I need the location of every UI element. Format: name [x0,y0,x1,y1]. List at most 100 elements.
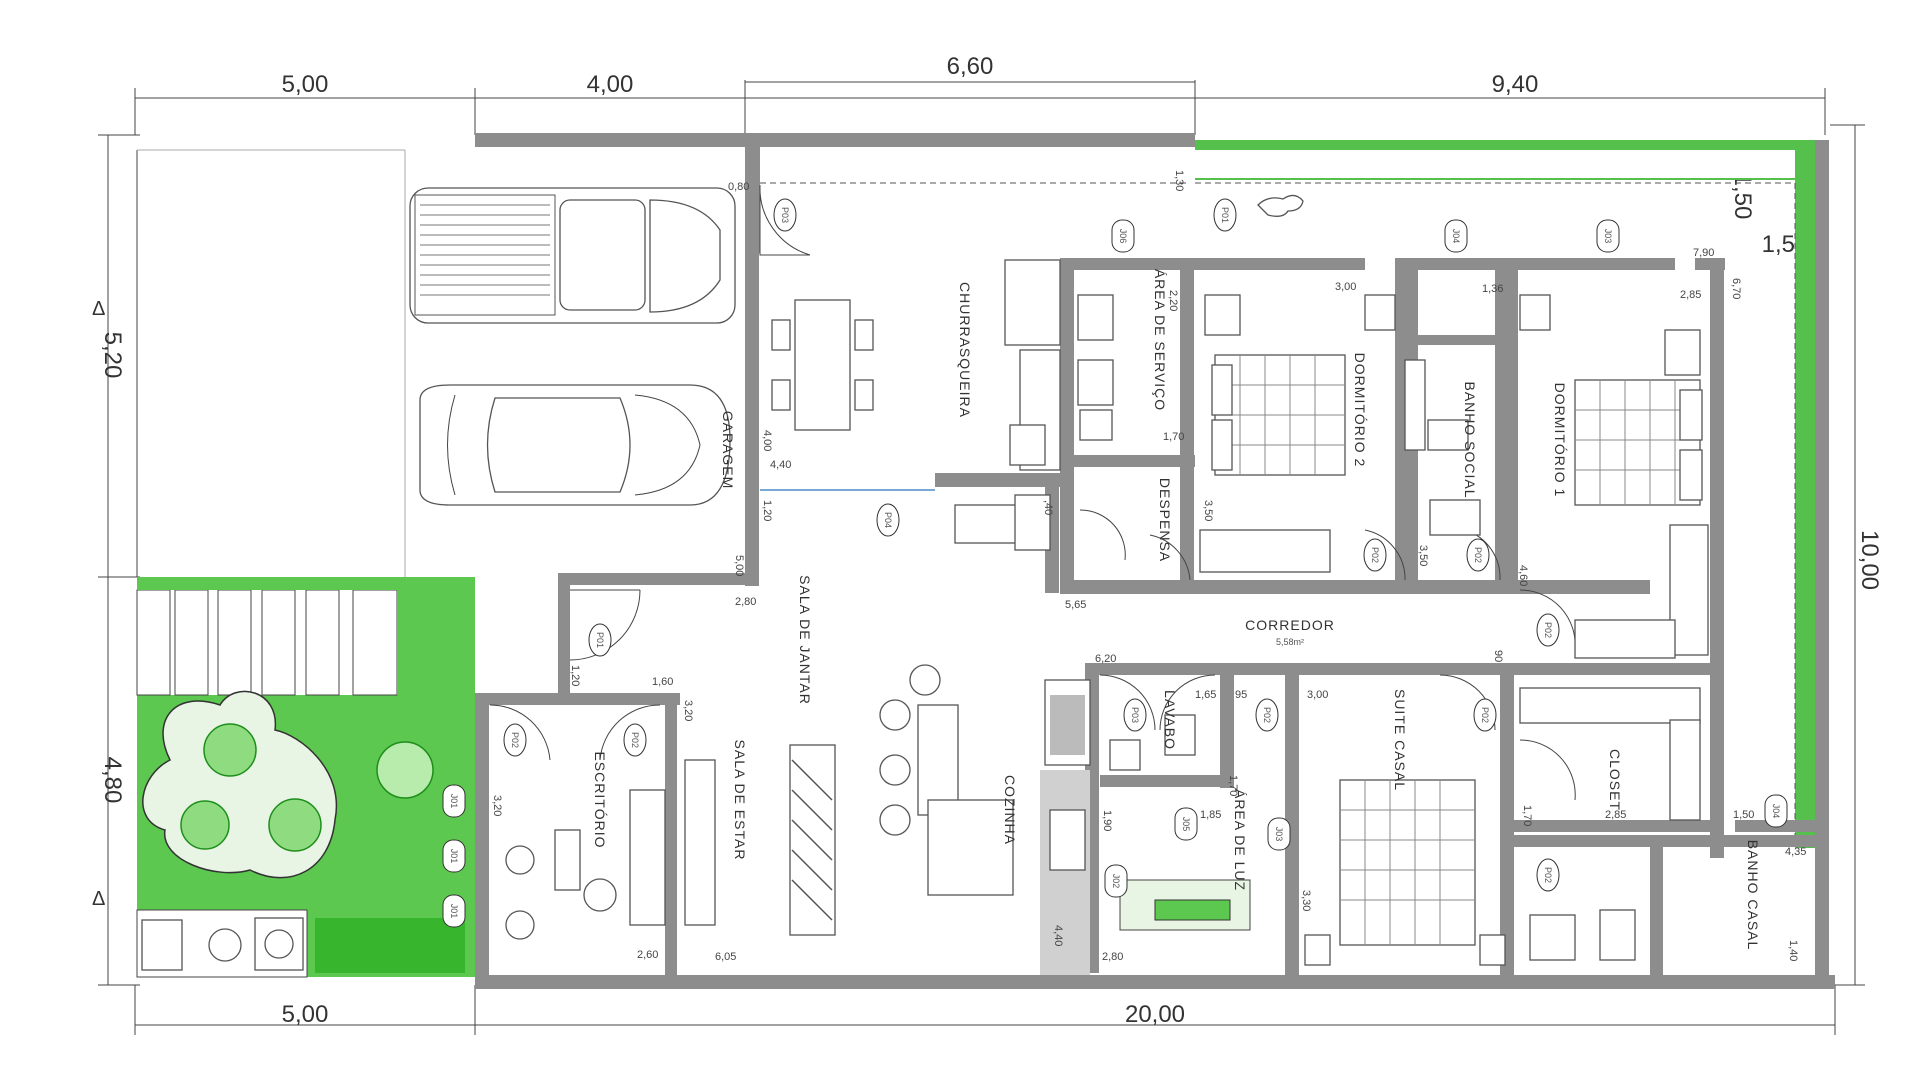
label-garagem: GARAGEM [720,411,736,490]
measure: 1,20 [569,665,581,686]
label-banho-casal: BANHO CASAL [1745,840,1761,951]
measure: ,40 [1042,500,1054,515]
window-tag-j03-top: J03 [1603,229,1613,244]
dim-bottom-2: 20,00 [1125,1001,1185,1028]
dim-top-2: 4,00 [587,71,634,98]
measure: 2,80 [1102,951,1123,963]
measure: 4,00 [761,430,773,451]
measure: 3,00 [1307,689,1328,701]
dim-right-top: 1,50 [1729,173,1756,220]
room-labels: GARAGEM CHURRASQUEIRA ÁREA DE SERVIÇO DE… [592,269,1761,950]
label-cozinha: COZINHA [1002,775,1018,845]
garden-right [1195,140,1825,848]
measure: 1,70 [1227,775,1239,796]
pickup-truck-icon [409,187,736,324]
measure-labels: 0,80 1,30 3,00 1,36 2,85 7,90 6,70 2,20 … [491,170,1806,963]
measure: 1,60 [652,676,673,688]
window-tag-j05: J05 [1181,817,1191,832]
measure: 4,40 [770,459,791,471]
window-tag-j03-b: J03 [1274,827,1284,842]
label-suite-casal: SUITE CASAL [1392,689,1408,791]
measure: 1,85 [1200,809,1221,821]
label-dormitorio-1: DORMITÓRIO 1 [1552,383,1568,498]
measure: 2,80 [735,596,756,608]
door-tag-p01-entry: P01 [595,632,605,648]
measure: 1,65 [1195,689,1216,701]
furniture [505,259,1709,966]
garden-left [136,577,475,978]
door-tag-p02-h: P02 [1543,867,1553,883]
dim-right-total: 10,00 [1856,530,1883,590]
label-sala-jantar: SALA DE JANTAR [797,575,813,705]
door-tag-p03: P03 [780,207,790,223]
dim-top-4: 9,40 [1492,71,1539,98]
measure: 1,90 [1101,810,1113,831]
measure: 1,40 [1787,940,1799,961]
garage-vehicles [136,149,736,577]
door-tag-p02-c: P02 [1262,707,1272,723]
door-tag-p04: P04 [883,512,893,528]
measure: 2,85 [1680,289,1701,301]
walls [475,133,1835,989]
window-tag-j04: J04 [1451,229,1461,244]
label-lavabo: LAVABO [1162,690,1178,750]
measure: 3,20 [491,795,503,816]
measure: 2,20 [1167,290,1179,311]
door-tag-p01-top: P01 [1220,207,1230,223]
label-despensa: DESPENSA [1157,478,1173,562]
label-sala-estar: SALA DE ESTAR [732,740,748,861]
measure: 4,35 [1785,846,1806,858]
label-corredor: CORREDOR [1245,617,1335,633]
measure: 4,60 [1517,565,1529,586]
measure: 1,20 [761,500,773,521]
label-corredor-area: 5,58m² [1276,637,1304,647]
measure: 2,60 [637,949,658,961]
label-area-servico: ÁREA DE SERVIÇO [1152,269,1168,411]
measure: 1,36 [1482,283,1503,295]
door-tag-p02-b: P02 [630,732,640,748]
measure: 1,30 [1173,170,1185,191]
door-tag-p02-d: P02 [1480,707,1490,723]
window-tag-j04-b: J04 [1771,804,1781,819]
dim-bottom-1: 5,00 [282,1001,329,1028]
label-area-luz: ÁREA DE LUZ [1232,789,1248,891]
measure: 2,85 [1605,809,1626,821]
dim-top-3: 6,60 [947,53,994,80]
measure: 0,80 [728,181,749,193]
measure: 5,65 [1065,599,1086,611]
window-tags: J06 J04 J03 J01 J01 J01 J05 J03 J02 J04 [442,219,1788,928]
dim-left-1: 5,20 [99,332,126,379]
label-churrasqueira: CHURRASQUEIRA [957,282,973,418]
measure: 6,20 [1095,653,1116,665]
measure: 5,00 [733,555,745,576]
door-tag-p03-lavabo: P03 [1130,707,1140,723]
window-tag-j01-a: J01 [449,794,459,809]
measure: 1,70 [1163,431,1184,443]
measure: 7,90 [1693,247,1714,259]
dimension-lines [98,80,1865,1035]
window-tag-j01-c: J01 [449,904,459,919]
measure: 1,50 [1733,809,1754,821]
dining-table-icon [794,299,851,431]
measure: 3,20 [682,700,694,721]
label-closet: CLOSET [1607,749,1623,811]
window-tag-j06: J06 [1118,229,1128,244]
car-icon [419,384,731,506]
door-swings [489,184,1576,801]
measure: 6,70 [1730,278,1742,299]
door-tag-p02-e: P02 [1370,547,1380,563]
measure: 3,30 [1300,890,1312,911]
door-tag-p02-g: P02 [1543,622,1553,638]
elevation-marker-top: Δ [92,298,105,320]
measure: 3,50 [1202,500,1214,521]
door-tags: P03 P01 P01 P02 P02 P04 P03 P02 P02 P02 … [503,198,1560,892]
dim-top-1: 5,00 [282,71,329,98]
measure: 3,00 [1335,281,1356,293]
label-banho-social: BANHO SOCIAL [1462,381,1478,498]
window-tag-j01-b: J01 [449,849,459,864]
measure: 90 [1492,650,1504,662]
measure: 1,70 [1521,805,1533,826]
measure: 95 [1235,689,1247,701]
measure: 3,50 [1417,545,1429,566]
